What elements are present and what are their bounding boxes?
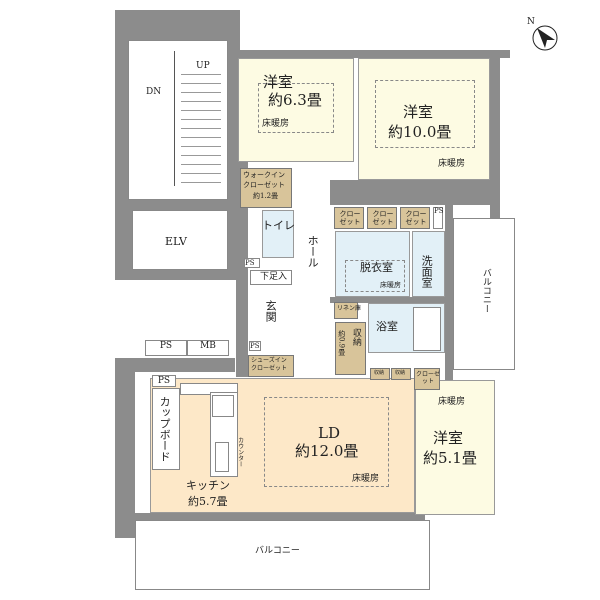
wall [235,50,510,58]
stair-steps [181,66,221,186]
bedroom-3-heat: 床暖房 [438,397,466,407]
shoe-cabinet-label: 下足入 [260,272,288,282]
kitchen-size: 約5.7畳 [188,495,228,508]
storage-small-1-label: 収納 [374,370,385,376]
closet-1-label: クローゼット [339,210,361,226]
closet-bedroom-3: クローゼット [414,368,440,390]
dressing-room-heat: 床暖房 [380,281,401,289]
storage-small-2: 収納 [391,368,411,380]
closet-1: クローゼット [334,207,364,229]
bedroom-1-heat: 床暖房 [262,119,290,129]
ps-shoes: PS [249,341,261,351]
floor-heating-area [258,83,334,133]
hall-label: ホール [306,235,320,268]
wall [330,297,445,303]
elevator-label: ELV [165,235,187,248]
shoes-line2: クローゼット [251,365,288,372]
bedroom-3 [415,380,495,515]
balcony-right [453,218,515,370]
linen-closet: リネン庫 [334,302,362,319]
closet-2: クローゼット [367,207,397,229]
shoes-line1: シューズイン [251,357,287,364]
compass-icon: N [525,17,565,58]
ld-heat: 床暖房 [352,474,380,484]
living-dining-kitchen [150,378,415,513]
floor-heating-area [345,260,405,292]
stove-icon [212,395,234,417]
closet-3-label: クローゼット [405,210,427,226]
dressing-room-name: 脱衣室 [360,261,393,274]
ld-size: 約12.0畳 [295,442,359,460]
bedroom-2 [358,58,490,180]
stair-divider [174,51,175,186]
closet-2-label: クローゼット [372,210,394,226]
bedroom-2-heat: 床暖房 [438,159,466,169]
bathroom-label: 浴室 [376,320,398,333]
storage-small-2-label: 収納 [395,370,406,376]
bedroom-1-name: 洋室 [263,73,294,91]
cupboard [152,388,180,470]
ld-name: LD [318,424,340,442]
wall [115,358,135,538]
balcony-right-label: バルコニー [480,268,491,313]
toilet [262,210,294,258]
bedroom-2-name: 洋室 [403,103,434,121]
toilet-label: トイレ [262,219,295,232]
storage [335,322,366,375]
walk-in-closet [240,168,292,208]
sink-icon [215,442,229,472]
wic-line2: クローゼット [243,181,285,189]
closet-bedroom-3-label: クローゼット [416,371,441,385]
balcony-bottom [135,520,430,590]
dressing-room [335,231,410,297]
ps-box: PS [145,340,187,356]
bedroom-2-size: 約10.0畳 [388,123,452,141]
entrance-label: 玄関 [264,300,278,322]
washroom-label: 洗面室 [420,255,434,288]
mb-box: MB [187,340,229,356]
bedroom-1 [238,58,354,162]
kitchen-name: キッチン [186,479,230,492]
ps-closet: PS [433,207,444,229]
stairwell [128,40,228,200]
bedroom-3-name: 洋室 [433,429,464,447]
floor-heating-area [264,397,389,487]
balcony-bottom-label: バルコニー [255,546,300,556]
wall [330,180,490,205]
compass-north-label: N [527,17,535,27]
wall [135,513,425,520]
washroom [412,231,445,297]
counter-label: カウンター [236,437,244,467]
bedroom-3-size: 約5.1畳 [423,449,477,467]
bathtub [413,307,441,351]
ps-kitchen: PS [152,375,176,387]
shoe-cabinet: 下足入 [250,270,292,285]
storage-small-1: 収納 [370,368,390,380]
linen-label: リネン庫 [337,305,362,312]
wall [135,358,235,372]
floor-heating-area [375,80,475,148]
wic-size: 約1.2畳 [253,192,279,200]
wall [236,162,248,377]
cupboard-label: カップボード [158,396,172,462]
elevator [132,210,228,270]
wall [490,55,500,220]
stair-up-label: UP [196,61,210,71]
storage-size: 約0.9畳 [337,330,346,356]
stair-down-label: DN [146,87,162,97]
wic-line1: ウォークイン [243,171,285,179]
ps-toilet: PS [244,258,260,268]
ps-label: PS [245,259,255,267]
shoes-closet [248,355,294,377]
bedroom-1-size: 約6.3畳 [268,91,322,109]
wall [445,200,453,380]
storage-name: 収納 [350,328,361,346]
closet-3: クローゼット [400,207,430,229]
